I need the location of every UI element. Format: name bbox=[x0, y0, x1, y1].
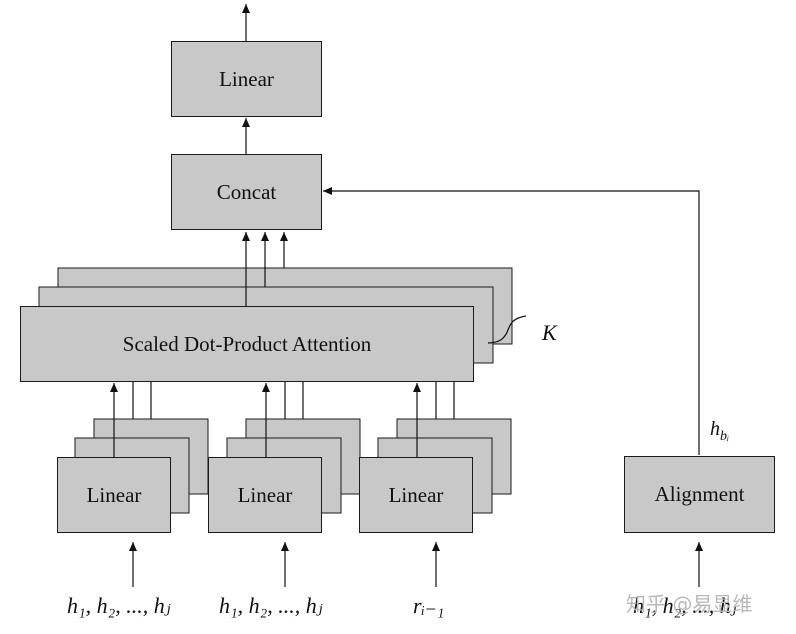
input2-label: h₁, h₂, ..., hⱼ bbox=[219, 593, 323, 618]
input3-label: rᵢ₋₁ bbox=[413, 593, 445, 618]
input4-label: h₁, h₂, ..., hⱼ bbox=[633, 593, 737, 618]
k-brace bbox=[487, 315, 527, 344]
output-linear-label: Linear bbox=[219, 66, 274, 91]
proj3-linear-box: Linear bbox=[359, 457, 473, 533]
proj3-label: Linear bbox=[388, 482, 444, 507]
input-arrows bbox=[129, 542, 703, 587]
alignment-label: Alignment bbox=[654, 482, 745, 506]
watermark-text: 知乎 @易显维 bbox=[626, 592, 753, 616]
attention-box: Scaled Dot-Product Attention bbox=[20, 306, 474, 382]
proj-connectors bbox=[110, 381, 455, 457]
input1-label: h₁, h₂, ..., hⱼ bbox=[67, 593, 171, 618]
output-linear-box: Linear bbox=[171, 41, 322, 117]
attention-label: Scaled Dot-Product Attention bbox=[122, 331, 372, 356]
concat-label: Concat bbox=[216, 179, 277, 204]
proj1-label: Linear bbox=[86, 482, 142, 507]
alignment-to-concat-arrow bbox=[323, 187, 700, 455]
alignment-box: Alignment bbox=[624, 456, 775, 533]
concat-box: Concat bbox=[171, 154, 322, 230]
k-label: K bbox=[542, 320, 557, 345]
proj2-label: Linear bbox=[237, 482, 293, 507]
hb-label: hbᵢ bbox=[710, 418, 730, 444]
proj1-linear-box: Linear bbox=[57, 457, 171, 533]
proj2-linear-box: Linear bbox=[208, 457, 322, 533]
attention-to-concat-arrows bbox=[242, 232, 288, 306]
